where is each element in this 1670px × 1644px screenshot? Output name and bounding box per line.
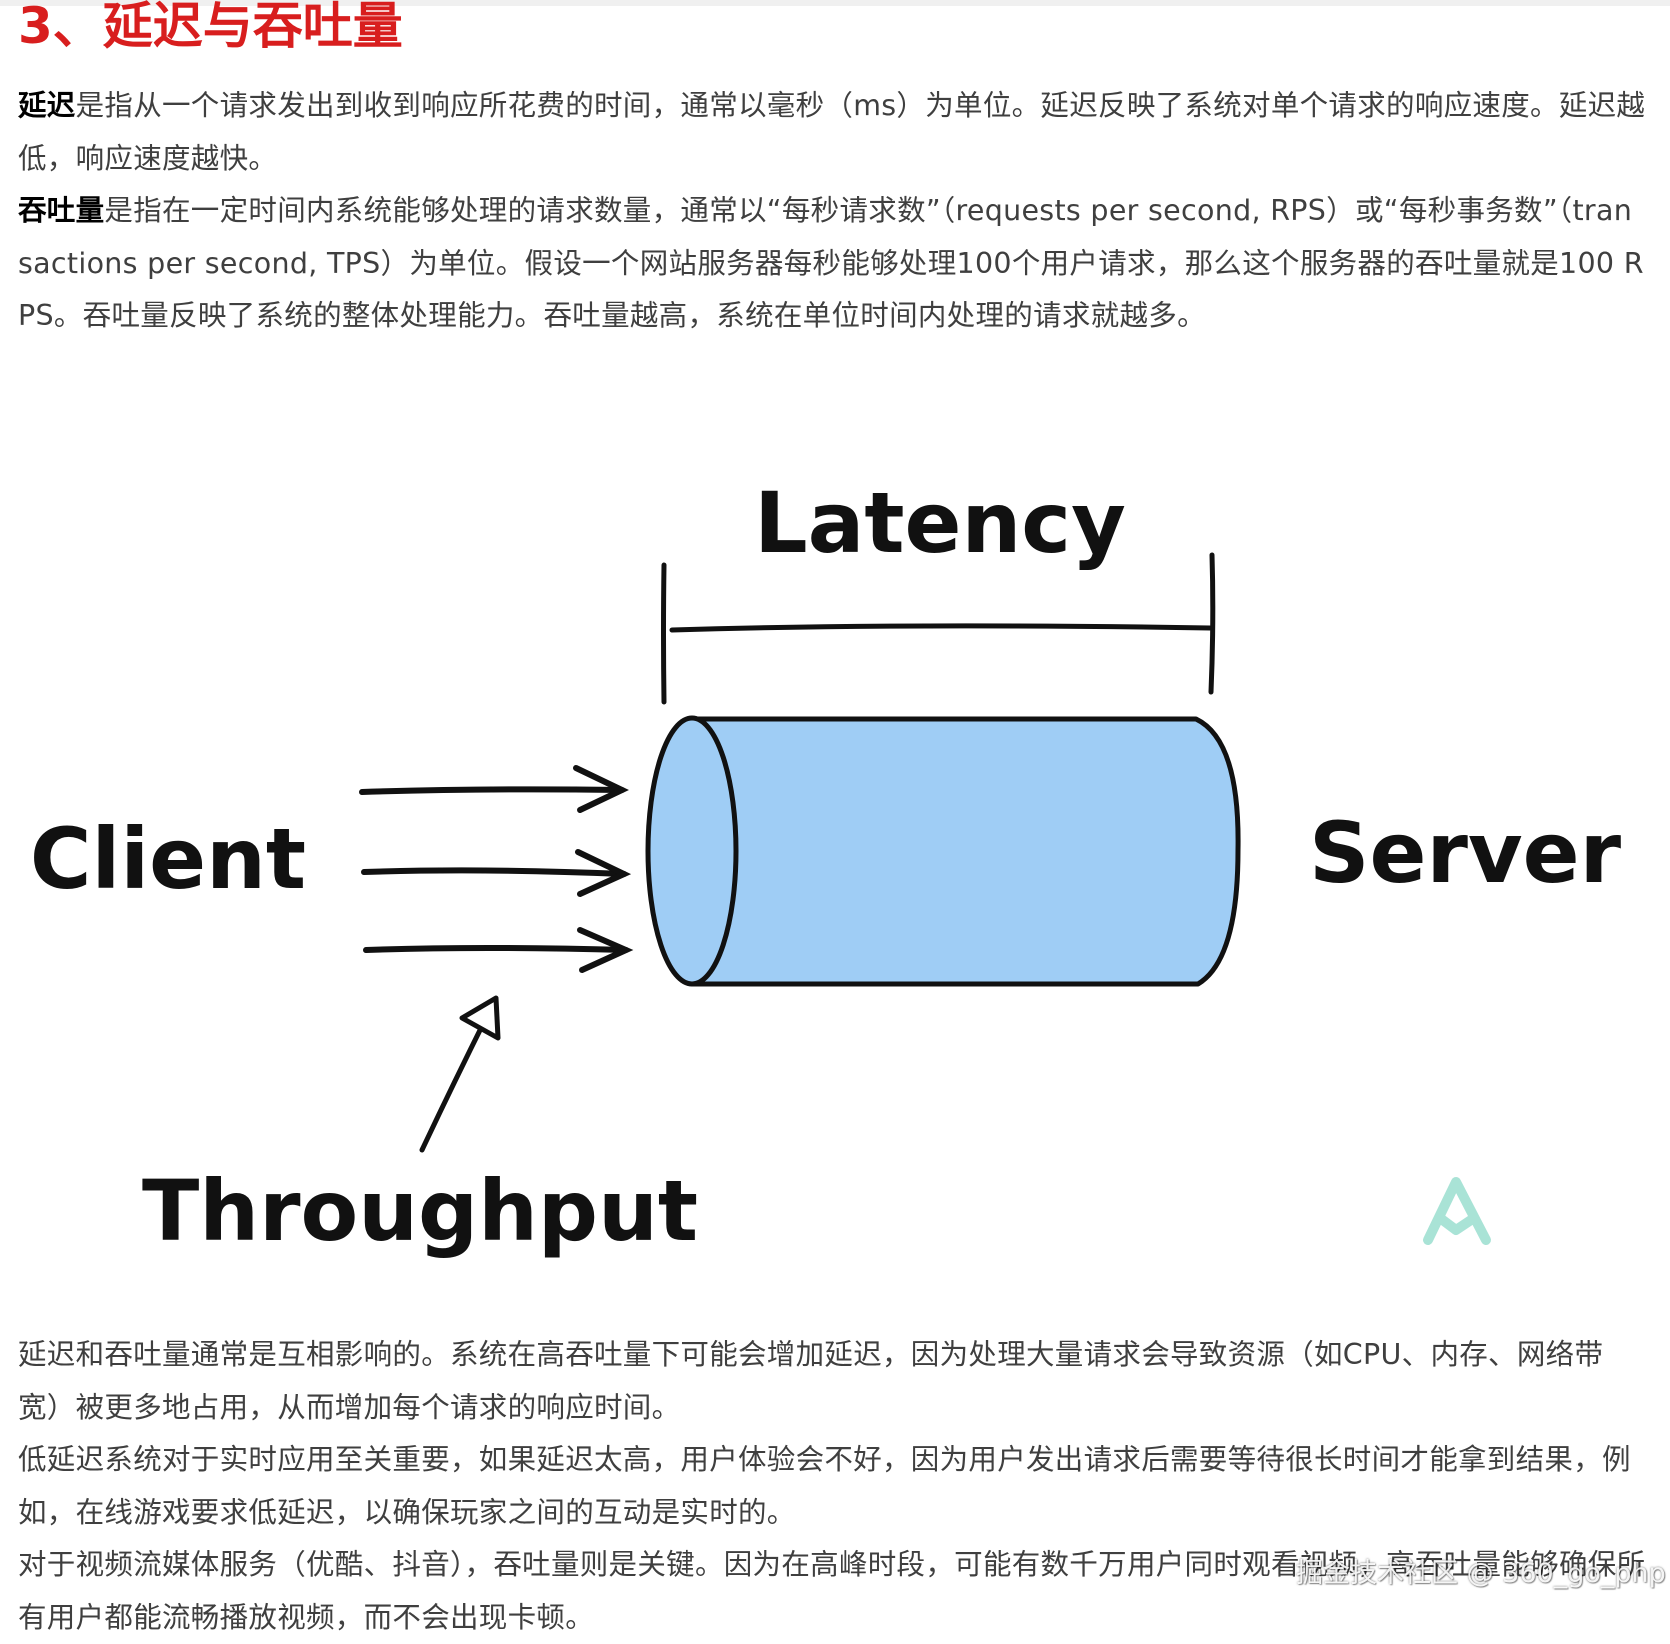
arrowhead-1 bbox=[573, 765, 629, 813]
latency-bracket bbox=[661, 552, 1216, 705]
low-latency-paragraph: 低延迟系统对于实时应用至关重要，如果延迟太高，用户体验会不好，因为用户发出请求后… bbox=[18, 1443, 1631, 1529]
arrow-1 bbox=[359, 786, 625, 795]
video-streaming-paragraph: 对于视频流媒体服务（优酷、抖音），吞吐量则是关键。因为在高峰时段，可能有数千万用… bbox=[18, 1548, 1646, 1634]
server-label: Server bbox=[1309, 804, 1622, 902]
interplay-paragraph: 延迟和吞吐量通常是互相影响的。系统在高吞吐量下可能会增加延迟，因为处理大量请求会… bbox=[18, 1338, 1604, 1424]
latency-throughput-diagram: Latency Client Server Throughput bbox=[0, 440, 1670, 1300]
latency-term: 延迟 bbox=[18, 89, 76, 122]
arrowhead-2 bbox=[575, 849, 632, 897]
latency-label: Latency bbox=[754, 474, 1126, 572]
latency-paragraph: 延迟是指从一个请求发出到收到响应所花费的时间，通常以毫秒（ms）为单位。延迟反映… bbox=[18, 80, 1646, 185]
throughput-term: 吞吐量 bbox=[18, 194, 105, 227]
throughput-definition: 是指在一定时间内系统能够处理的请求数量，通常以“每秒请求数”（requests … bbox=[18, 194, 1644, 332]
logo-icon bbox=[1423, 1177, 1491, 1245]
latency-definition: 是指从一个请求发出到收到响应所花费的时间，通常以毫秒（ms）为单位。延迟反映了系… bbox=[18, 89, 1646, 175]
throughput-paragraph: 吞吐量是指在一定时间内系统能够处理的请求数量，通常以“每秒请求数”（reques… bbox=[18, 185, 1646, 343]
throughput-arrow bbox=[419, 995, 501, 1153]
client-label: Client bbox=[30, 810, 306, 908]
arrowhead-3 bbox=[577, 927, 634, 973]
watermark: 掘金技术社区 @ 360_go_php bbox=[1296, 1558, 1666, 1589]
pipe-cylinder bbox=[645, 715, 1241, 987]
throughput-label: Throughput bbox=[142, 1162, 698, 1260]
top-divider bbox=[0, 0, 1670, 6]
arrow-3 bbox=[363, 945, 629, 953]
section-title: 3、延迟与吞吐量 bbox=[18, 0, 403, 55]
request-arrows bbox=[359, 765, 634, 973]
arrow-2 bbox=[361, 867, 627, 877]
